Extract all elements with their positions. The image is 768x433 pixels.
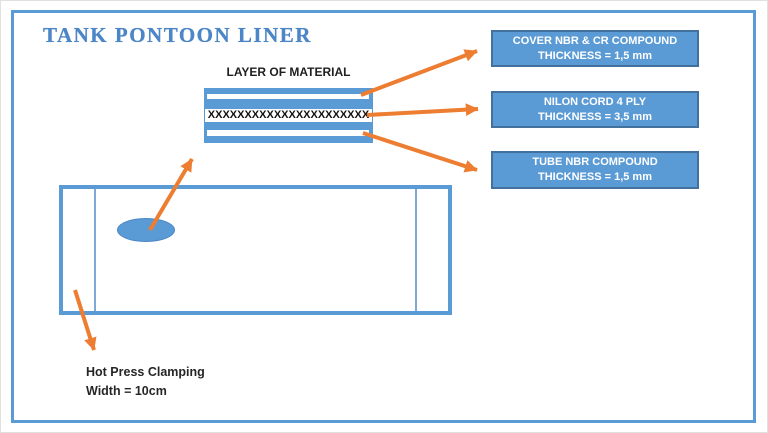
callout-nilon-line1: NILON CORD 4 PLY	[543, 95, 647, 108]
slide-frame	[11, 10, 756, 423]
callout-nilon-cord: NILON CORD 4 PLY THICKNESS = 3,5 mm	[491, 91, 699, 128]
callout-tube-compound: TUBE NBR COMPOUND THICKNESS = 1,5 mm	[491, 151, 699, 189]
hot-press-clamping-note: Hot Press Clamping Width = 10cm	[86, 363, 205, 401]
tank-valve-ellipse	[117, 218, 175, 242]
callout-nilon-line2: THICKNESS = 3,5 mm	[537, 110, 652, 123]
callout-cover-compound: COVER NBR & CR COMPOUND THICKNESS = 1,5 …	[491, 30, 699, 67]
callout-tube-line2: THICKNESS = 1,5 mm	[537, 171, 652, 183]
cover-layer-stripe	[207, 94, 369, 99]
clamp-line-left	[94, 189, 96, 311]
cord-layer-stripe: XXXXXXXXXXXXXXXXXXXXXX	[205, 109, 372, 122]
tube-layer-stripe	[207, 130, 369, 136]
layer-of-material-caption: LAYER OF MATERIAL	[226, 65, 351, 79]
callout-tube-line1: TUBE NBR COMPOUND	[532, 156, 658, 168]
slide-title: TANK PONTOON LINER	[43, 23, 312, 47]
callout-cover-line2: THICKNESS = 1,5 mm	[537, 49, 652, 62]
clamp-line-right	[415, 189, 417, 311]
clamp-note-line1: Hot Press Clamping	[86, 365, 205, 379]
layer-material-diagram: XXXXXXXXXXXXXXXXXXXXXX	[204, 88, 373, 143]
tank-outline	[59, 185, 452, 315]
callout-cover-line1: COVER NBR & CR COMPOUND	[512, 34, 678, 47]
clamp-note-line2: Width = 10cm	[86, 384, 167, 398]
